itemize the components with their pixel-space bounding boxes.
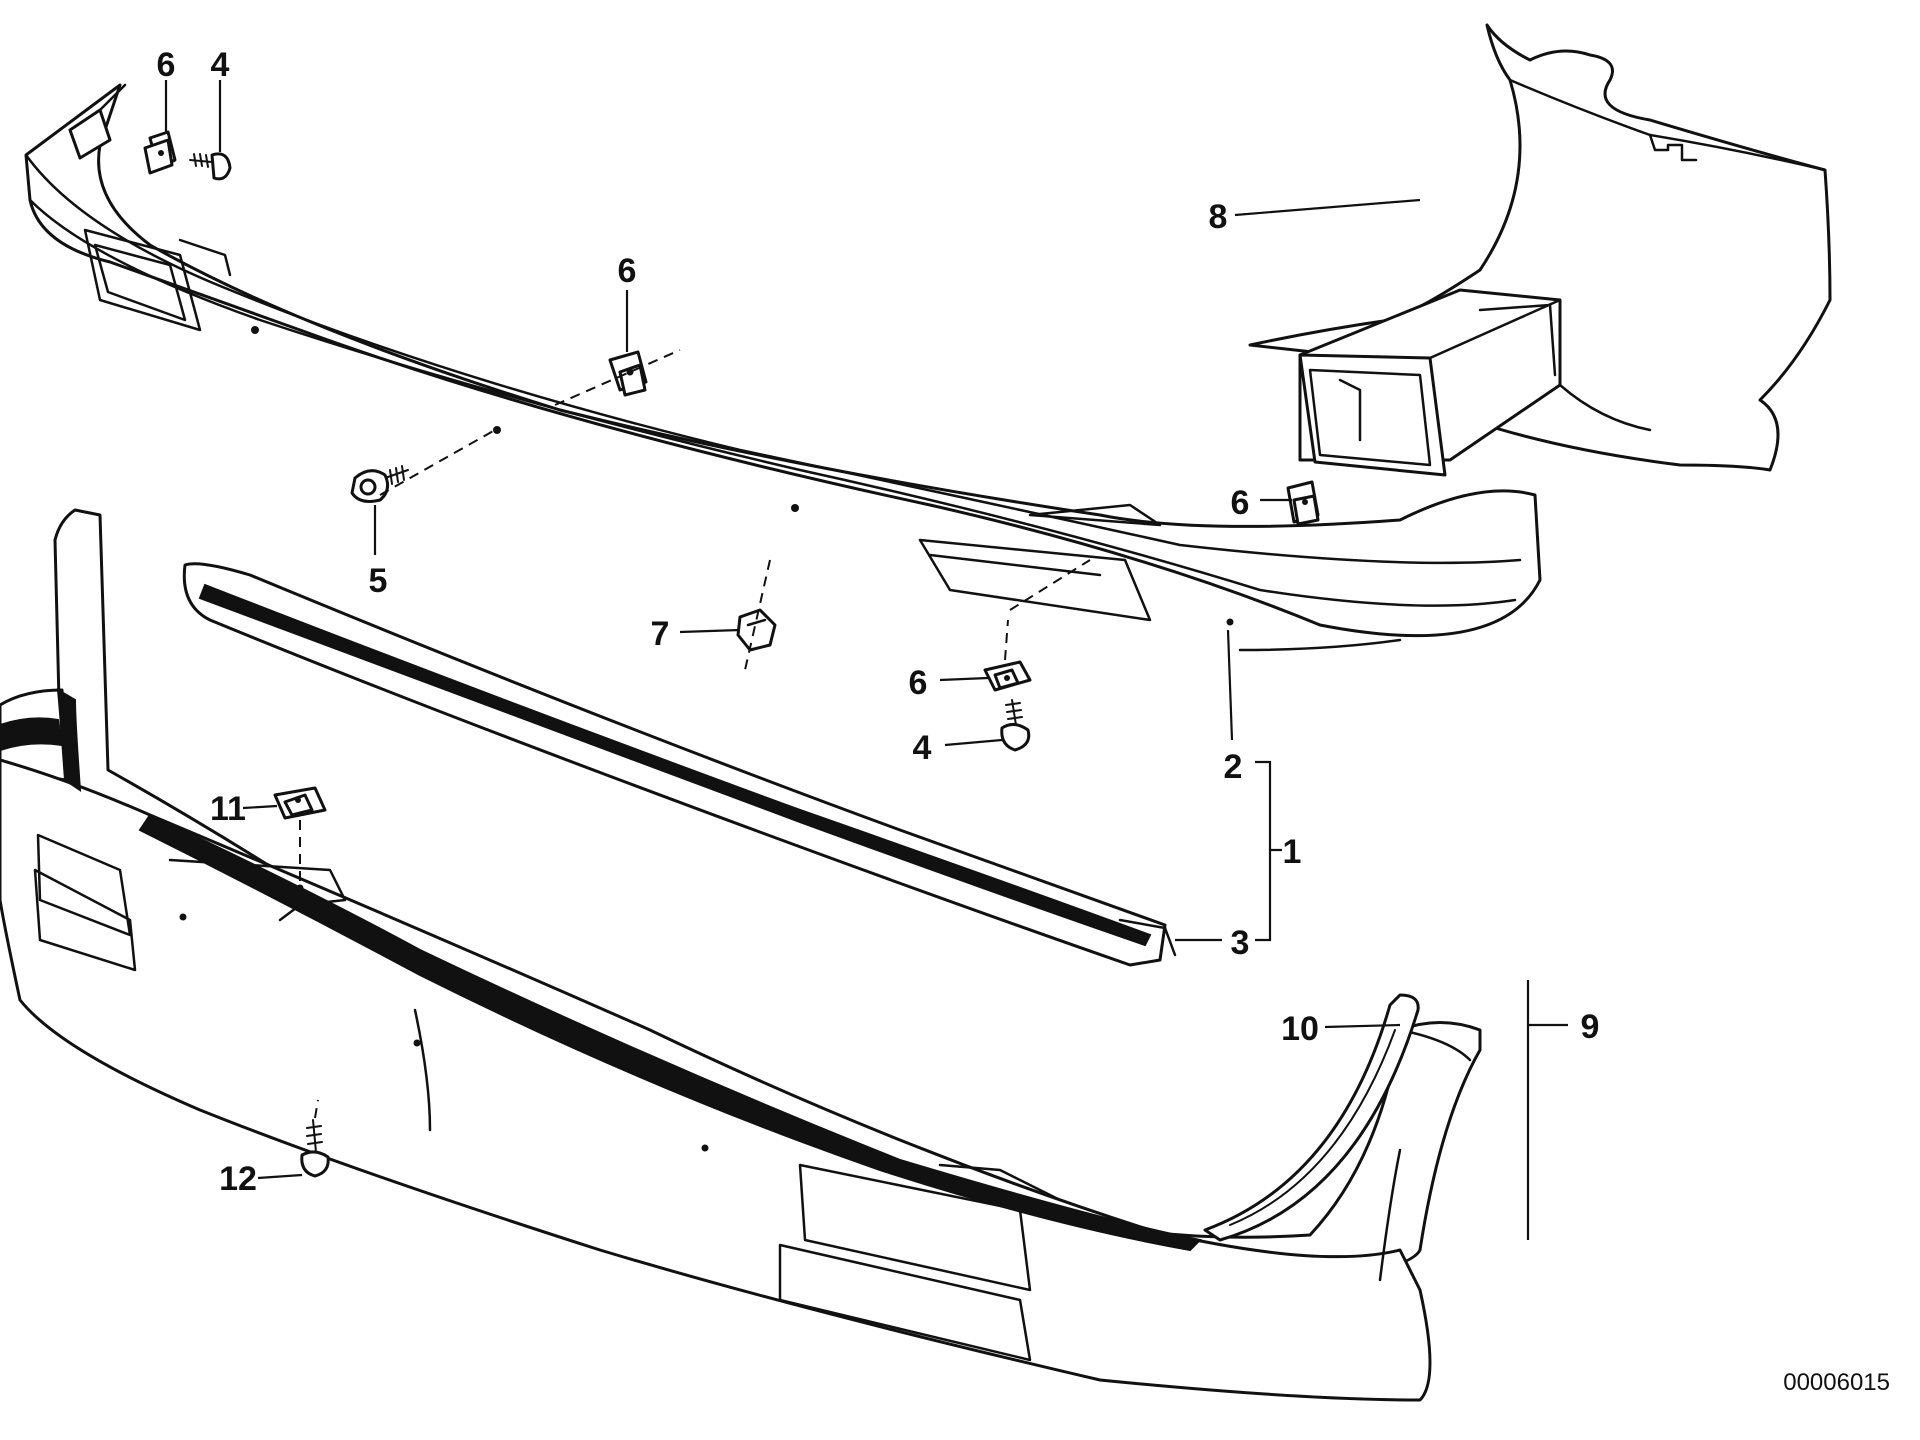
leader-6-lowcenter: [939, 676, 989, 682]
callout-4-topleft: 4: [211, 46, 230, 84]
leader-4-lowcenter: [944, 738, 1003, 747]
leader-7: [679, 628, 741, 634]
callout-10: 10: [1281, 1010, 1319, 1048]
callout-7: 7: [651, 615, 670, 653]
clip-nut-right: [1286, 480, 1320, 526]
assembly-line-spoiler-screw: [314, 1099, 319, 1119]
screw-lower-center: [1000, 699, 1031, 752]
rubber-strip: [182, 562, 1177, 967]
bracket-1: [1255, 760, 1282, 942]
callout-11: 11: [210, 790, 246, 828]
bracket-9: [1526, 980, 1568, 1240]
bolt-center-left: [350, 465, 409, 503]
callout-6-lowcenter: 6: [909, 664, 928, 702]
callout-3: 3: [1231, 924, 1250, 962]
leader-8: [1234, 198, 1421, 217]
leader-2: [1226, 629, 1234, 741]
diagram-reference-number: 00006015: [1783, 1369, 1890, 1396]
callout-4-lowcenter: 4: [913, 729, 932, 767]
clip-nut-center: [608, 350, 648, 397]
assembly-line-nut: [744, 559, 771, 671]
clip-nut-top-left: [143, 130, 177, 175]
screw-top-left: [189, 152, 232, 181]
callout-1: 1: [1283, 833, 1302, 871]
assembly-line-lower: [1004, 559, 1091, 661]
callout-2: 2: [1224, 748, 1243, 786]
screw-spoiler: [300, 1119, 330, 1178]
clip-nut-spoiler: [273, 786, 327, 820]
assembly-line-center: [379, 349, 681, 496]
callout-5: 5: [369, 562, 388, 600]
leader-12: [257, 1173, 303, 1180]
clip-nut-lower-center: [983, 660, 1032, 692]
leader-11: [242, 804, 278, 810]
leader-10: [1324, 1023, 1401, 1029]
front-spoiler: [0, 508, 1482, 1402]
nut-center: [736, 608, 777, 652]
callout-6-right: 6: [1231, 484, 1250, 522]
spoiler-trim-strip: [1203, 993, 1420, 1242]
callout-9: 9: [1581, 1008, 1600, 1046]
bumper-bar: [24, 83, 1542, 652]
callout-6-topleft: 6: [157, 46, 176, 84]
callout-6-center: 6: [618, 252, 637, 290]
air-duct-panel: [1248, 23, 1832, 477]
callout-12: 12: [219, 1160, 257, 1198]
callout-8: 8: [1209, 198, 1228, 236]
